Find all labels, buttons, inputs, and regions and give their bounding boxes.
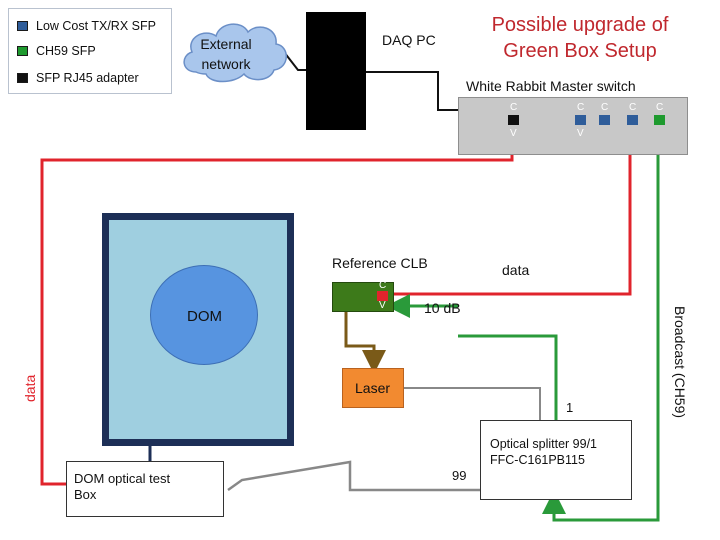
switch-port-blue-3 <box>627 115 638 125</box>
brown-clb-laser-line <box>344 312 386 374</box>
data-label-left: data <box>22 374 38 402</box>
broadcast-label: Broadcast (CH59) <box>672 306 688 419</box>
port-glyph: C <box>629 102 637 113</box>
daq-label: DAQ PC <box>382 32 436 48</box>
laser-splitter-line <box>404 387 541 420</box>
green-broadcast-line <box>542 122 660 522</box>
green-attenuator-line <box>458 334 558 420</box>
port-glyph: V <box>510 128 517 139</box>
switch-label: White Rabbit Master switch <box>466 78 636 94</box>
port-glyph: C <box>577 102 585 113</box>
cloud-label: External network <box>200 36 252 72</box>
blue-swatch-icon <box>17 21 28 31</box>
legend-item-rj45: SFP RJ45 adapter <box>17 69 139 87</box>
switch-box: C V C V C C C <box>458 97 688 155</box>
dom-optical-test-box <box>66 461 224 517</box>
port-glyph: C <box>601 102 609 113</box>
dom-sphere <box>150 265 258 365</box>
port-glyph: C <box>379 280 387 291</box>
optical-splitter-box <box>480 420 632 500</box>
reference-clb-box: C V <box>332 280 394 312</box>
data-label-center: data <box>502 262 530 278</box>
legend-label: CH59 SFP <box>36 44 96 58</box>
laser-label: Laser <box>355 380 391 396</box>
legend-label: SFP RJ45 adapter <box>36 71 139 85</box>
green-swatch-icon <box>17 46 28 56</box>
dom-label: DOM <box>187 308 222 325</box>
splitter-port-1-label: 1 <box>566 400 574 415</box>
testbox-label: DOM optical test Box <box>74 471 171 502</box>
legend-label: Low Cost TX/RX SFP <box>36 19 156 33</box>
cloud-daq-line <box>283 51 306 71</box>
clb-port-red <box>377 291 388 301</box>
switch-port-blue-2 <box>599 115 610 125</box>
laser-box <box>342 368 404 408</box>
cloud-icon <box>183 23 287 83</box>
port-glyph: C <box>656 102 664 113</box>
port-glyph: C <box>510 102 518 113</box>
splitter-label: Optical splitter 99/1 FFC-C161PB115 <box>490 437 597 467</box>
black-swatch-icon <box>17 73 28 83</box>
attenuator-label: 10 dB <box>424 300 461 316</box>
reference-clb-label: Reference CLB <box>332 255 428 271</box>
legend-item-ch59: CH59 SFP <box>17 42 96 60</box>
splitter-port-99-label: 99 <box>452 468 467 483</box>
legend-item-sfp: Low Cost TX/RX SFP <box>17 17 156 35</box>
port-glyph: V <box>577 128 584 139</box>
daq-switch-line <box>366 71 458 111</box>
switch-port-green <box>654 115 665 125</box>
gray-splitter-testbox-line <box>227 460 480 492</box>
legend: Low Cost TX/RX SFP CH59 SFP SFP RJ45 ada… <box>8 8 172 94</box>
port-glyph: V <box>379 300 386 311</box>
daq-pc-tower <box>306 12 366 130</box>
page-title: Possible upgrade of Green Box Setup <box>491 14 669 62</box>
switch-port-black <box>508 115 519 125</box>
switch-port-blue-1 <box>575 115 586 125</box>
